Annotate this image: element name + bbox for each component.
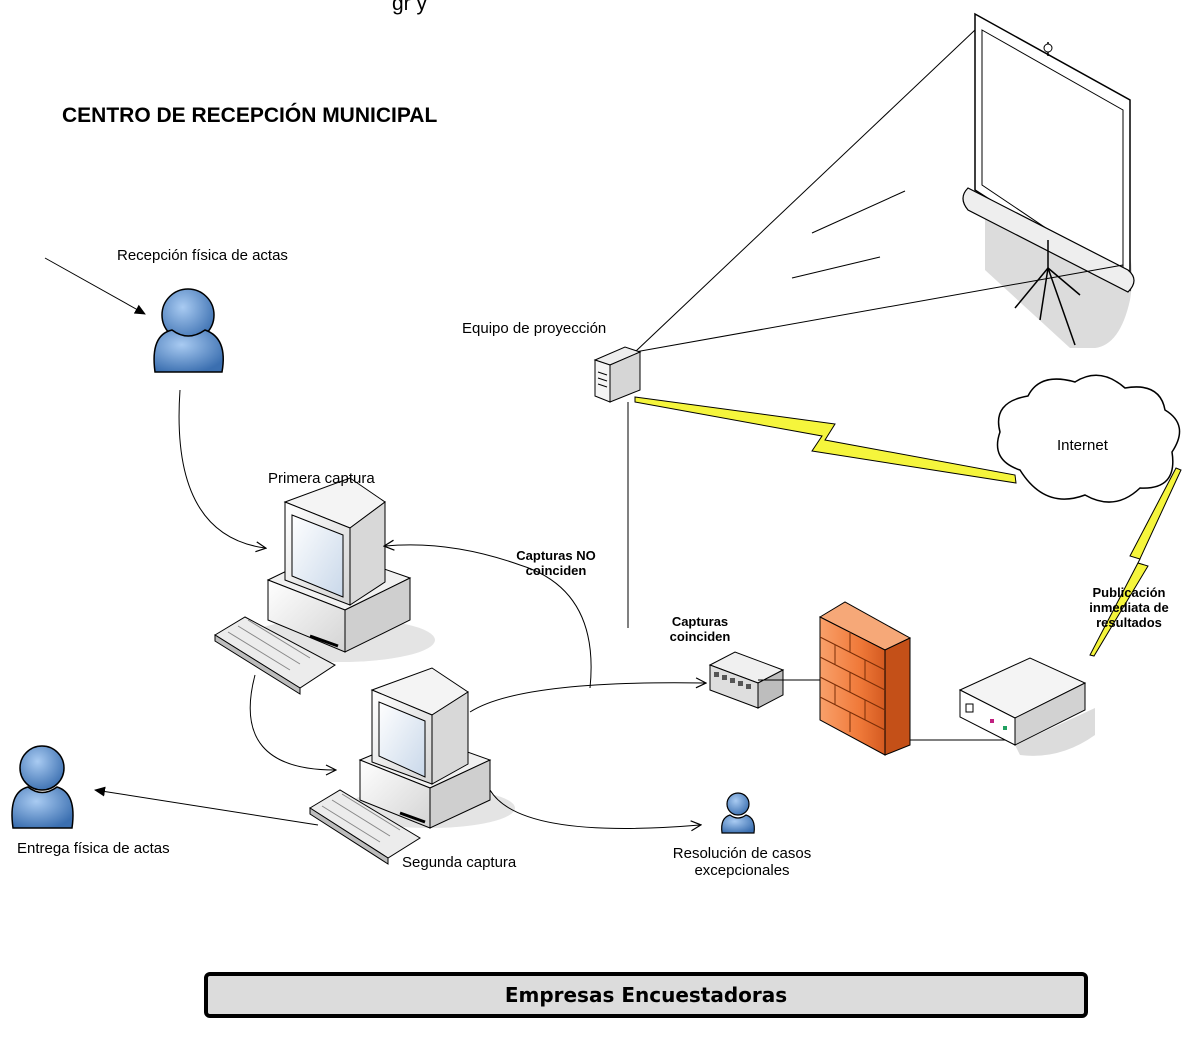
flow-arrow bbox=[178, 389, 265, 548]
label-exceptions-line1: Resolución de casos bbox=[672, 845, 812, 862]
person-icon bbox=[153, 288, 224, 373]
router-icon bbox=[958, 657, 1095, 756]
label-exceptions: Resolución de casos excepcionales bbox=[642, 845, 842, 879]
label-mismatch: Capturas NO coinciden bbox=[500, 548, 612, 578]
projection-beam bbox=[634, 264, 1124, 353]
label-reception: Recepción física de actas bbox=[117, 247, 288, 264]
flow-arrow bbox=[469, 683, 705, 713]
label-mismatch-line1: Capturas NO bbox=[516, 548, 596, 563]
label-delivery: Entrega física de actas bbox=[17, 840, 170, 857]
projection-screen-icon bbox=[791, 12, 1135, 348]
person-icon bbox=[721, 792, 755, 834]
projector-server-icon bbox=[593, 346, 642, 403]
label-match-line1: Capturas bbox=[671, 614, 729, 629]
label-publication-line2: inmediata de bbox=[1089, 600, 1169, 615]
page-title: CENTRO DE RECEPCIÓN MUNICIPAL bbox=[62, 104, 438, 127]
wireless-link-icon bbox=[634, 396, 1017, 484]
label-match-line2: coinciden bbox=[669, 629, 731, 644]
label-match: Capturas coinciden bbox=[655, 614, 745, 644]
computer-icon bbox=[214, 477, 435, 695]
label-exceptions-line2: excepcionales bbox=[694, 862, 790, 879]
internet-cloud-icon bbox=[996, 374, 1181, 503]
firewall-icon bbox=[818, 601, 912, 756]
footer-banner: Empresas Encuestadoras bbox=[204, 972, 1088, 1018]
label-publication: Publicación inmediata de resultados bbox=[1078, 585, 1180, 630]
person-icon bbox=[11, 745, 74, 829]
label-projection: Equipo de proyección bbox=[462, 320, 607, 337]
header-partial-text: gr y bbox=[392, 0, 428, 15]
label-publication-line1: Publicación bbox=[1092, 585, 1166, 600]
label-internet: Internet bbox=[1057, 437, 1108, 454]
flow-arrow bbox=[94, 786, 319, 826]
flow-arrow bbox=[489, 789, 700, 828]
wireless-link-icon bbox=[1089, 467, 1182, 657]
label-first-capture: Primera captura bbox=[268, 470, 375, 487]
computer-icon bbox=[309, 667, 515, 865]
label-second-capture: Segunda captura bbox=[402, 854, 517, 871]
flow-arrow bbox=[385, 545, 592, 689]
flow-arrow bbox=[249, 674, 335, 770]
label-publication-line3: resultados bbox=[1096, 615, 1162, 630]
flow-arrow bbox=[44, 257, 146, 315]
projection-beam bbox=[634, 29, 976, 353]
label-mismatch-line2: coinciden bbox=[525, 563, 587, 578]
